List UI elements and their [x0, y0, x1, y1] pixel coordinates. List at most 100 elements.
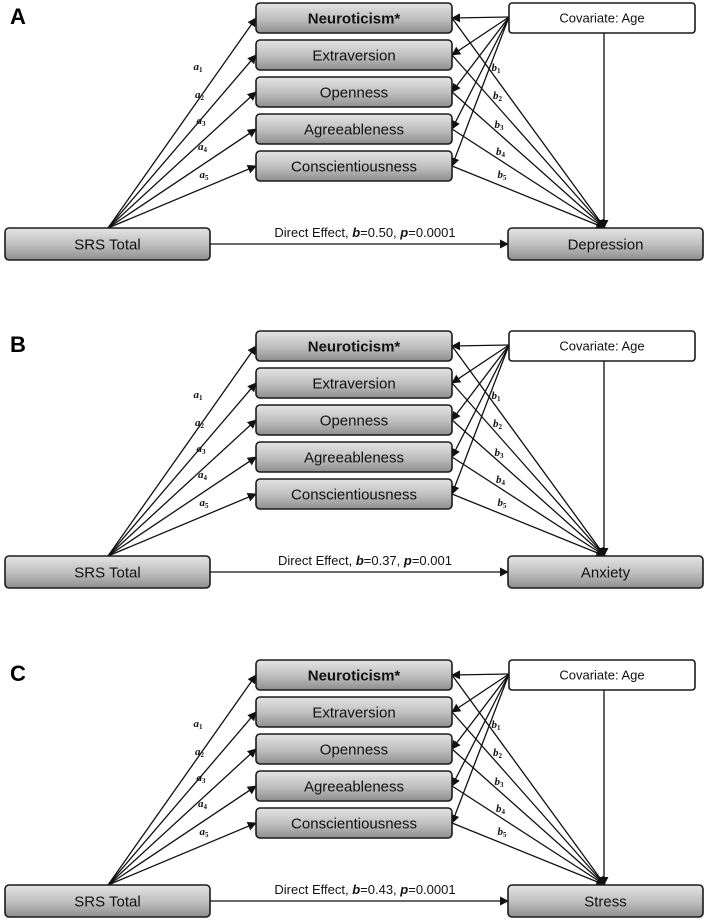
mediator-label-extraversion: Extraversion	[312, 376, 395, 393]
covariate-arrow-extraversion	[451, 16, 510, 56]
a-path-arrow-3	[107, 91, 257, 229]
predictor-label: SRS Total	[74, 894, 140, 911]
mediator-label-agreeableness: Agreeableness	[304, 122, 404, 139]
predictor-box	[4, 884, 211, 918]
a-path-label-3: a3	[197, 115, 207, 128]
a-path-arrow-3	[107, 419, 257, 557]
mediator-box-neuroticism	[255, 2, 453, 34]
covariate-arrow-openness	[451, 16, 510, 93]
b-path-label-5: b5	[498, 497, 508, 510]
mediator-label-neuroticism: Neuroticism*	[308, 11, 401, 28]
b-path-arrow-4	[451, 456, 606, 557]
covariate-box	[508, 330, 696, 362]
panel-letter: B	[10, 332, 26, 357]
b-path-arrow-1	[451, 345, 606, 557]
predictor-box	[4, 227, 211, 261]
covariate-arrow-agreeableness	[451, 16, 510, 130]
covariate-box	[508, 2, 696, 34]
a-path-label-2: a2	[195, 417, 205, 430]
covariate-arrow-conscientiousness	[450, 344, 510, 495]
a-path-label-4: a4	[198, 469, 208, 482]
mediator-box-agreeableness	[255, 113, 453, 145]
a-path-arrow-5	[107, 821, 257, 886]
b-path-arrow-1	[451, 17, 606, 229]
mediator-label-neuroticism: Neuroticism*	[308, 339, 401, 356]
covariate-box	[508, 659, 696, 691]
covariate-label: Covariate: Age	[559, 11, 644, 26]
mediator-box-conscientiousness	[255, 807, 453, 839]
a-path-label-2: a2	[195, 89, 205, 102]
mediator-box-openness	[255, 733, 453, 765]
b-path-label-1: b1	[492, 390, 502, 403]
a-path-arrow-2	[107, 711, 257, 886]
b-path-arrow-4	[451, 785, 606, 886]
b-path-label-1: b1	[492, 719, 502, 732]
mediator-box-agreeableness	[255, 441, 453, 473]
mediator-box-openness	[255, 404, 453, 436]
panel-letter: C	[10, 661, 26, 686]
covariate-arrow-openness	[451, 673, 510, 750]
outcome-label: Depression	[568, 237, 644, 254]
b-path-arrow-5	[451, 165, 606, 230]
b-path-label-4: b4	[496, 803, 506, 816]
b-path-label-4: b4	[496, 146, 506, 159]
b-path-arrow-2	[451, 54, 606, 229]
a-path-label-5: a5	[200, 169, 210, 182]
covariate-arrow-neuroticism	[451, 13, 510, 23]
b-path-arrow-3	[451, 419, 606, 557]
a-path-label-1: a1	[194, 61, 204, 74]
direct-effect-label: Direct Effect, b=0.37, p=0.001	[278, 553, 452, 568]
mediator-label-neuroticism: Neuroticism*	[308, 668, 401, 685]
a-path-arrow-4	[107, 456, 257, 557]
mediator-box-openness	[255, 76, 453, 108]
a-path-label-3: a3	[197, 772, 207, 785]
panel-letter: A	[10, 4, 26, 29]
b-path-arrow-5	[451, 493, 606, 558]
outcome-box	[507, 555, 704, 589]
covariate-arrow-agreeableness	[451, 673, 510, 787]
covariate-label: Covariate: Age	[559, 339, 644, 354]
outcome-box	[507, 227, 704, 261]
b-path-arrow-3	[451, 748, 606, 886]
a-path-arrow-4	[107, 128, 257, 229]
a-path-label-2: a2	[195, 746, 205, 759]
outcome-label: Anxiety	[581, 565, 631, 582]
mediator-box-extraversion	[255, 39, 453, 71]
a-path-arrow-1	[107, 345, 257, 557]
b-path-label-1: b1	[492, 62, 502, 75]
a-path-arrow-1	[107, 17, 257, 229]
b-path-label-4: b4	[496, 474, 506, 487]
a-path-arrow-1	[107, 674, 257, 886]
predictor-label: SRS Total	[74, 565, 140, 582]
a-path-label-3: a3	[197, 443, 207, 456]
mediator-box-conscientiousness	[255, 478, 453, 510]
covariate-arrow-neuroticism	[451, 670, 510, 680]
b-path-arrow-4	[451, 128, 606, 229]
mediator-label-conscientiousness: Conscientiousness	[291, 487, 417, 504]
predictor-box	[4, 555, 211, 589]
covariate-arrow-extraversion	[451, 673, 510, 713]
b-path-label-5: b5	[498, 826, 508, 839]
b-path-label-3: b3	[495, 776, 505, 789]
covariate-arrow-agreeableness	[451, 344, 510, 458]
predictor-label: SRS Total	[74, 237, 140, 254]
outcome-box	[507, 884, 704, 918]
a-path-label-5: a5	[200, 826, 210, 839]
mediator-box-agreeableness	[255, 770, 453, 802]
b-path-label-5: b5	[498, 169, 508, 182]
mediator-label-openness: Openness	[320, 413, 388, 430]
mediator-box-neuroticism	[255, 330, 453, 362]
covariate-label: Covariate: Age	[559, 668, 644, 683]
mediator-label-agreeableness: Agreeableness	[304, 779, 404, 796]
a-path-label-1: a1	[194, 718, 204, 731]
direct-effect-label: Direct Effect, b=0.50, p=0.0001	[274, 225, 455, 240]
b-path-label-2: b2	[493, 418, 503, 431]
a-path-label-4: a4	[198, 141, 208, 154]
b-path-label-2: b2	[493, 747, 503, 760]
covariate-arrow-openness	[451, 344, 510, 421]
b-path-arrow-3	[451, 91, 606, 229]
a-path-arrow-2	[107, 382, 257, 557]
